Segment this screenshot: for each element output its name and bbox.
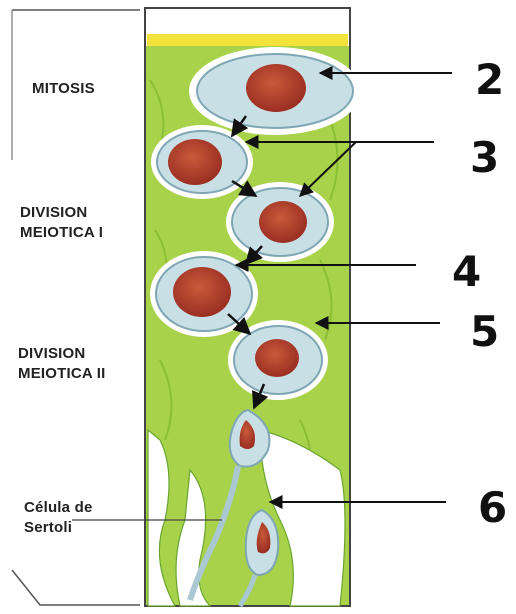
cell-spermatid [228,320,328,400]
column-top-white [147,10,348,34]
basal-membrane [147,34,348,46]
label-mitosis: MITOSIS [32,79,95,99]
cell-secondary-spermatocyte [150,251,258,337]
label-meiosis-1-line1: DIVISION [20,203,87,223]
label-sertoli-line2: Sertoli [24,518,72,538]
number-5: 5 [470,310,499,354]
label-sertoli-line1: Célula de [24,498,93,518]
label-meiosis-2-line1: DIVISION [18,344,85,364]
cell-spermatogonium [189,47,361,135]
number-6: 6 [478,486,507,530]
number-4: 4 [452,250,481,294]
tubule-outline-bottom [12,570,140,605]
number-3: 3 [470,136,499,180]
number-2: 2 [475,58,504,102]
label-meiosis-2-line2: MEIOTICA II [18,364,105,384]
label-meiosis-1-line2: MEIOTICA I [20,223,103,243]
cell-primary-spermatocyte-b [226,182,334,262]
cell-primary-spermatocyte-a [151,125,253,199]
